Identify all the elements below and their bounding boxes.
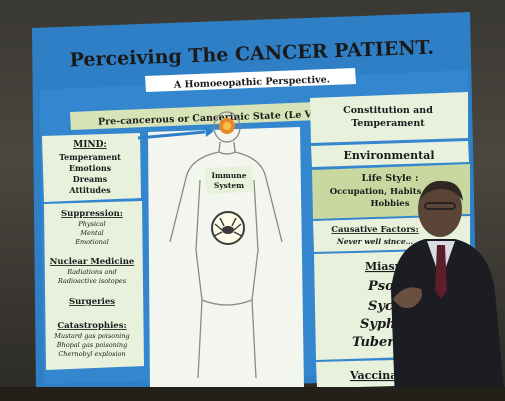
constitution-panel: Constitution and Temperament xyxy=(310,92,468,143)
causes-panel: Suppression: Physical Mental Emotional N… xyxy=(44,201,144,370)
nuclear-item-1: Radiations and xyxy=(66,268,116,276)
mind-item-2: Emotions xyxy=(69,163,112,173)
environmental-label: Environmental xyxy=(343,149,434,162)
catastrophies-item-3: Chernobyl explosion xyxy=(58,350,125,358)
constitution-line-2: Temperament xyxy=(351,118,425,129)
presenter-body xyxy=(391,239,505,401)
suppression-item-3: Emotional xyxy=(74,238,109,246)
catastrophies-heading: Catastrophies: xyxy=(57,321,126,331)
presenter-silhouette xyxy=(365,171,505,401)
catastrophies-item-1: Mustard gas poisoning xyxy=(53,332,129,340)
immune-label-1: Immune xyxy=(211,171,246,180)
suppression-item-2: Mental xyxy=(79,229,103,237)
mind-item-1: Temperament xyxy=(59,152,121,162)
mind-heading: MIND: xyxy=(73,140,107,150)
surgeries-heading: Surgeries xyxy=(69,297,115,307)
suppression-heading: Suppression: xyxy=(61,209,123,219)
mind-item-4: Attitudes xyxy=(68,185,111,195)
mind-item-3: Dreams xyxy=(73,174,108,184)
crab-body xyxy=(222,226,234,234)
suppression-item-1: Physical xyxy=(77,220,105,228)
room-floor-edge xyxy=(0,387,505,401)
mind-panel: MIND: Temperament Emotions Dreams Attitu… xyxy=(42,133,141,202)
immune-label-2: System xyxy=(214,181,244,190)
presenter-tie xyxy=(435,245,447,299)
constitution-line-1: Constitution and xyxy=(343,105,433,116)
body-panel: Immune System xyxy=(138,112,304,392)
nuclear-item-2: Radioactive isotopes xyxy=(57,277,127,285)
brain-core xyxy=(223,122,231,130)
nuclear-heading: Nuclear Medicine xyxy=(50,257,135,267)
catastrophies-item-2: Bhopal gas poisoning xyxy=(56,341,128,349)
